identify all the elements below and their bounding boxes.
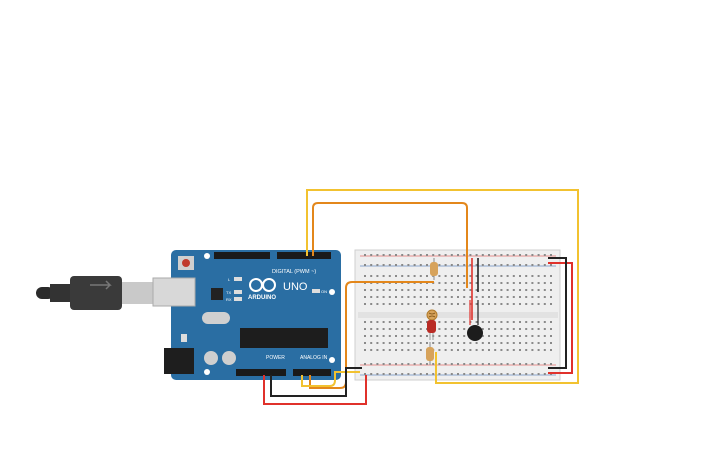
piezo-buzzer[interactable] — [467, 300, 483, 341]
arduino-logo — [249, 278, 276, 292]
mounting-hole — [204, 369, 210, 375]
usb-cable[interactable] — [36, 276, 154, 310]
brand-label: ARDUINO — [248, 295, 276, 301]
power-header-label: POWER — [266, 355, 285, 361]
led-l — [234, 277, 242, 281]
wire-yellow-analog — [301, 371, 360, 387]
crystal — [202, 312, 230, 324]
atmega-chip — [240, 328, 328, 348]
wire-black-rail-right — [548, 257, 567, 369]
reset-button-cap — [182, 259, 190, 267]
usb-plug-metal — [122, 282, 154, 304]
photoresistor[interactable] — [426, 309, 438, 321]
wires[interactable] — [263, 189, 579, 405]
wire-black-gnd — [270, 367, 362, 397]
regulator — [181, 334, 187, 342]
mounting-hole — [204, 253, 210, 259]
breadboard-channel — [358, 312, 558, 318]
capacitor — [204, 351, 218, 365]
power-header — [236, 369, 286, 376]
digital-header-left — [214, 252, 270, 259]
resistor-2[interactable] — [426, 342, 434, 365]
model-label: UNO — [283, 281, 308, 293]
wire-red-rail-right — [548, 262, 573, 374]
led-on-label: ON — [321, 289, 327, 294]
led-red[interactable] — [427, 320, 436, 340]
arduino-board[interactable]: DIGITAL (PWM ~) ARDUINO UNO L TX RX ON P… — [152, 250, 341, 380]
resistor-1[interactable] — [430, 258, 438, 280]
digital-header-label: DIGITAL (PWM ~) — [272, 269, 316, 275]
power-jack — [164, 348, 194, 374]
analog-header — [293, 369, 331, 376]
wire-orange-top — [312, 202, 468, 288]
usb-plug-body — [70, 276, 122, 310]
mounting-hole — [329, 289, 335, 295]
led-rx — [234, 297, 242, 301]
breadboard[interactable] — [354, 249, 561, 381]
led-rx-label: RX — [226, 297, 232, 302]
wire-yellow-top — [306, 189, 579, 384]
wire-red-power — [263, 375, 367, 405]
usb-icon — [90, 280, 112, 290]
capacitor — [222, 351, 236, 365]
led-on — [312, 289, 320, 293]
mounting-hole — [329, 357, 335, 363]
usb-chip — [211, 288, 223, 300]
usb-port — [152, 277, 196, 307]
led-l-label: L — [228, 277, 231, 282]
digital-header-right — [277, 252, 331, 259]
analog-header-label: ANALOG IN — [300, 355, 328, 361]
led-tx — [234, 290, 242, 294]
led-tx-label: TX — [226, 290, 231, 295]
